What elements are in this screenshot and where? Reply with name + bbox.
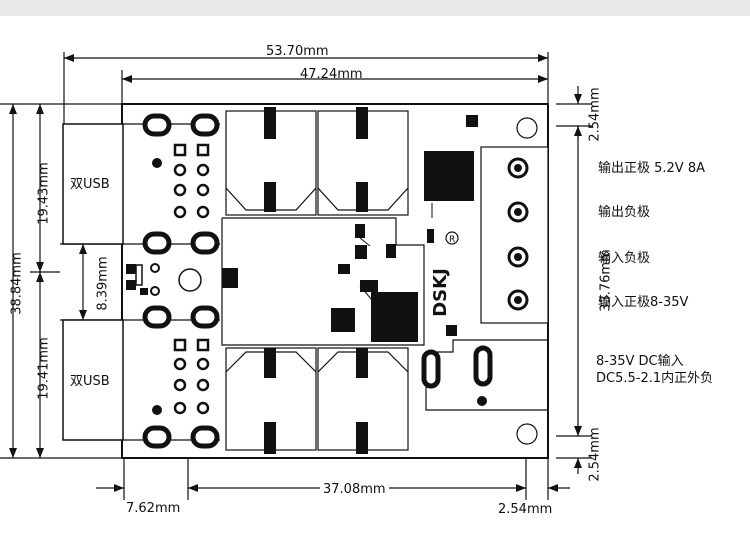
usb-label-lower: 双USB [70, 374, 110, 389]
usb-housing-upper [62, 123, 124, 245]
dim-bottom-span: 37.08mm [320, 483, 389, 496]
dc-input-voltage-label: 8-35V DC输入 [596, 354, 684, 369]
usb-housing-lower [62, 319, 124, 441]
usb-mounting-slots-upper [142, 113, 220, 255]
dim-top-margin: 2.54mm [587, 87, 603, 142]
top-band [0, 0, 750, 16]
svg-text:R: R [449, 235, 455, 245]
dim-usb-upper-height: 19.43mm [36, 162, 52, 225]
mounting-hole-top-right [516, 117, 538, 139]
usb-mounting-slots-lower [142, 305, 220, 449]
mounting-hole-bottom-right [516, 423, 538, 445]
terminal-label-output-positive: 输出正极 5.2V 8A [598, 161, 705, 176]
terminal-label-input-negative: 输入负极 [598, 251, 651, 266]
dim-total-width: 53.70mm [266, 44, 329, 59]
usb-label-upper: 双USB [70, 177, 110, 192]
dim-bottom-left-offset: 7.62mm [126, 501, 181, 516]
dim-usb-lower-height: 19.41mm [36, 337, 52, 400]
dim-usb-gap: 8.39mm [95, 256, 111, 311]
dim-bottom-margin: 2.54mm [587, 427, 603, 482]
terminal-label-output-negative: 输出负极 [598, 205, 651, 220]
dim-bottom-right-offset: 2.54mm [498, 502, 553, 517]
dim-total-height: 38.84mm [9, 252, 25, 315]
dc-jack-pins [421, 345, 493, 389]
terminal-label-input-positive: 输入正极8-35V [598, 295, 689, 310]
usb-pins-lower [173, 338, 210, 415]
ic-components [331, 115, 478, 342]
dim-board-width: 47.24mm [300, 67, 363, 82]
brand-logo-text: DSKJ [429, 268, 451, 317]
usb-pins-upper [173, 143, 210, 219]
converter-module-outline [221, 217, 425, 346]
mounting-hole-left [178, 268, 202, 292]
dc-input-jack-spec-label: DC5.5-2.1内正外负 [596, 371, 714, 386]
indicator-components [126, 263, 160, 296]
dc-jack-outline [425, 339, 548, 411]
